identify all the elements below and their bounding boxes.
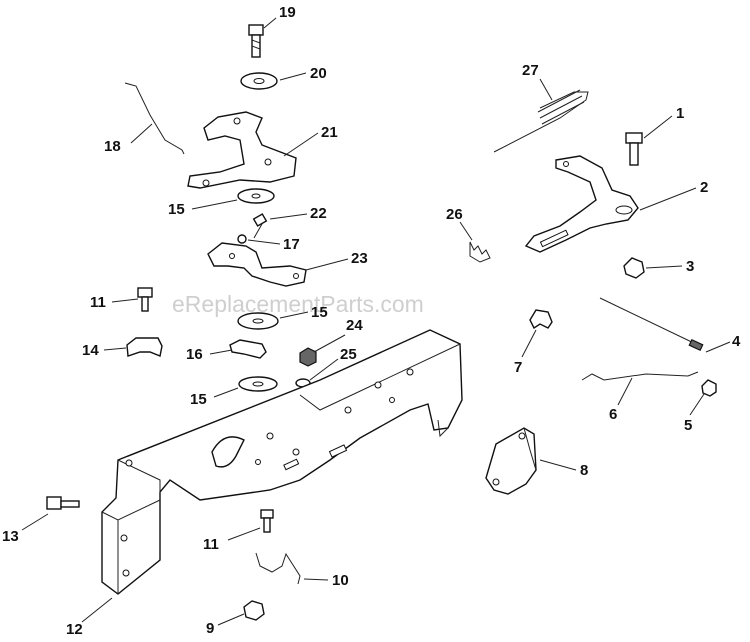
leader-lines [21,17,731,626]
callout-1: 1 [676,105,684,122]
part-1-bolt [625,132,643,166]
part-24-nut [299,347,317,367]
callout-5: 5 [684,417,692,434]
callout-6: 6 [609,406,617,423]
part-17-nut [237,234,247,244]
part-12-main-plate [101,329,463,595]
callout-21: 21 [321,124,338,141]
callout-12: 12 [66,621,83,638]
part-10-spring [255,552,301,585]
callout-18: 18 [104,138,121,155]
callout-3: 3 [686,258,694,275]
part-11-bolt-b [260,509,274,533]
callout-7: 7 [514,359,522,376]
part-9-nut [243,600,265,621]
callout-25: 25 [340,346,357,363]
part-8-plate [485,427,537,495]
callout-9: 9 [206,620,214,637]
callout-16: 16 [186,346,203,363]
callout-13: 13 [2,528,19,545]
callout-15c: 15 [190,391,207,408]
part-18-link [124,82,185,155]
part-14-clip [126,337,163,357]
part-3-nut [623,257,645,279]
callout-26: 26 [446,206,463,223]
part-19-bolt [248,24,264,58]
part-16-arm [229,339,267,359]
callout-15a: 15 [168,201,185,218]
part-5-nut [701,379,717,397]
part-13-bolt [46,496,80,510]
part-6-link [581,371,699,381]
callout-15b: 15 [311,304,328,321]
callout-11b: 11 [203,536,219,553]
callout-27: 27 [522,62,539,79]
callout-labels: 19 20 21 18 15 22 17 23 11 15 24 14 16 2… [2,4,741,638]
part-26-spring [469,241,491,263]
callout-8: 8 [580,462,588,479]
part-7-clip [529,309,553,330]
callout-2: 2 [700,179,708,196]
callout-11a: 11 [90,294,106,311]
part-4-rod [599,297,701,347]
part-21-bracket [187,111,297,189]
part-2-lever-arm [524,155,639,253]
callout-4: 4 [732,333,741,350]
callout-10: 10 [332,572,349,589]
part-27-spring [493,89,589,153]
callout-17: 17 [283,236,300,253]
watermark: eReplacementParts.com [172,291,424,317]
callout-20: 20 [310,65,327,82]
callout-14: 14 [82,342,99,359]
callout-24: 24 [346,317,363,334]
callout-19: 19 [279,4,296,21]
callout-23: 23 [351,250,368,267]
part-22-screw [252,213,268,239]
part-11-bolt-a [137,287,153,312]
callout-22: 22 [310,205,327,222]
